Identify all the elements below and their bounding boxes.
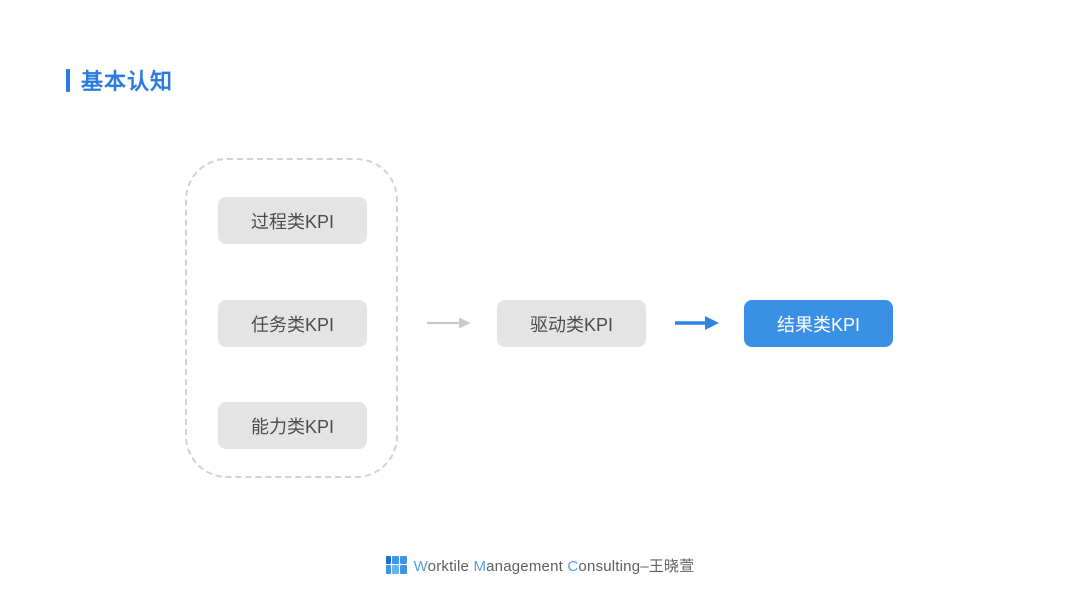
page-title: 基本认知 xyxy=(81,69,174,94)
brand-initial-m: M xyxy=(473,558,487,575)
blue-right-arrow-icon xyxy=(675,316,719,330)
result-kpi-box: 结果类KPI xyxy=(744,300,893,347)
ability-kpi-box: 能力类KPI xyxy=(218,402,367,449)
page-title-row: 基本认知 xyxy=(66,64,173,96)
driver-kpi-box: 驱动类KPI xyxy=(497,300,646,347)
footer-brand-text: Worktile Management Consulting–王晓萱 xyxy=(413,558,695,575)
footer-brand: Worktile Management Consulting–王晓萱 xyxy=(0,555,1080,576)
gray-right-arrow-icon xyxy=(427,317,471,329)
title-accent-bar xyxy=(66,68,70,92)
brand-initial-w: W xyxy=(413,558,428,575)
task-kpi-box: 任务类KPI xyxy=(218,300,367,347)
worktile-logo-icon xyxy=(385,556,407,575)
brand-initial-c: C xyxy=(567,558,579,575)
process-kpi-box: 过程类KPI xyxy=(218,197,367,244)
kpi-group-outline xyxy=(185,158,398,478)
